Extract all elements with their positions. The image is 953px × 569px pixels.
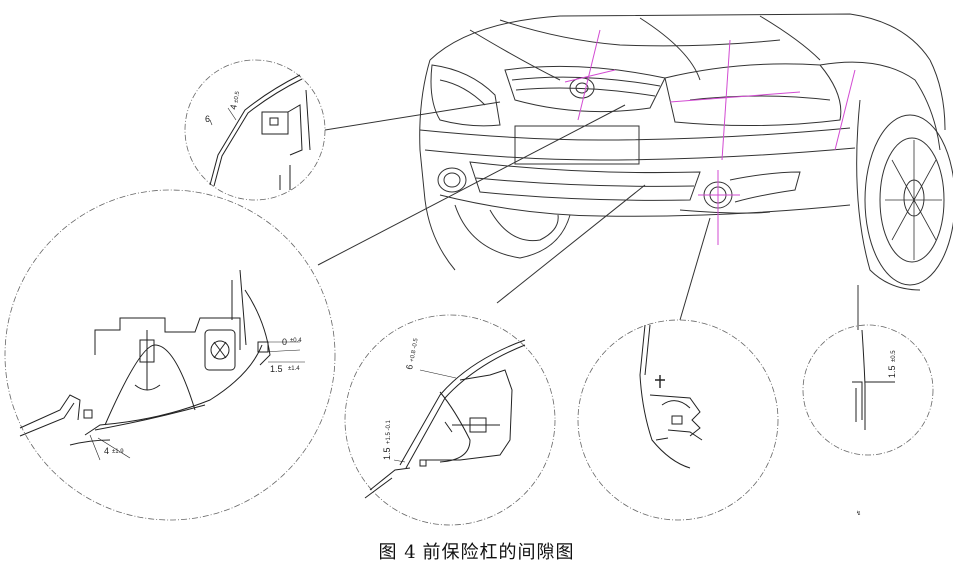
detail-circle-4 — [577, 319, 779, 521]
figure-caption: 图 4 前保险杠的间隙图 — [0, 538, 953, 564]
detail-2-gap-a: 0 — [282, 337, 287, 347]
detail-1-tol-b: ±0.5 — [233, 90, 241, 103]
car-front-view — [419, 13, 953, 291]
detail-3-gap-b: 1.5 — [382, 447, 392, 460]
bumper-gap-diagram: 6 4 ±0.5 — [4, 13, 953, 526]
figure-number: 图 4 — [378, 542, 417, 563]
detail-1-gap-a: 6 — [205, 114, 210, 124]
detail-circle-5: 1.5 ±0.5 — [802, 324, 934, 456]
detail-3-tol-b: +1.5 -0.1 — [386, 419, 392, 444]
detail-3-gap-a: 6 — [404, 364, 415, 371]
detail-2-tol-c: ±1.9 — [112, 449, 124, 455]
leader-lines — [317, 101, 859, 330]
detail-2-gap-c: 4 — [104, 446, 109, 456]
detail-2-tol-b: ±1.4 — [288, 366, 300, 372]
figure-title: 前保险杠的间隙图 — [422, 542, 575, 563]
construction-lines — [564, 29, 856, 245]
detail-circle-2: 0 ±0.4 1.5 ±1.4 4 ±1.9 — [4, 189, 336, 521]
detail-circle-1: 6 4 ±0.5 — [184, 59, 326, 201]
detail-5-gap-a: 1.5 — [887, 365, 897, 378]
detail-3-tol-a: +0.8 -0.5 — [409, 337, 419, 362]
detail-1-gap-b: 4 — [228, 104, 239, 111]
detail-2-gap-b: 1.5 — [270, 364, 283, 374]
corner-mark: ↯ — [856, 510, 861, 517]
detail-circle-3: 6 +0.8 -0.5 1.5 +1.5 -0.1 — [344, 314, 556, 526]
detail-5-tol-a: ±0.5 — [891, 350, 897, 362]
detail-2-tol-a: ±0.4 — [290, 338, 302, 344]
